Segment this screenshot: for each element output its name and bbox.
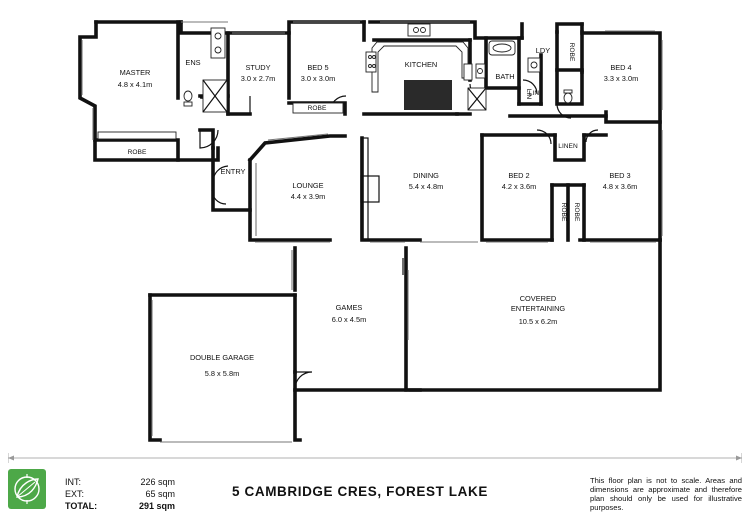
area-ext-label: EXT: xyxy=(65,489,85,499)
label-robe-master: ROBE xyxy=(128,149,147,156)
room-name-kitchen: KITCHEN xyxy=(405,60,437,69)
room-name-bed3: BED 3 xyxy=(609,171,630,180)
room-size-bed2: 4.2 x 3.6m xyxy=(502,182,537,191)
room-name-bed5: BED 5 xyxy=(307,63,328,72)
area-ext-value: 65 sqm xyxy=(145,489,175,499)
area-total-value: 291 sqm xyxy=(138,501,175,511)
room-name-lounge: LOUNGE xyxy=(292,181,323,190)
room-name-bed4: BED 4 xyxy=(610,63,631,72)
label-robe-bed2: ROBE xyxy=(560,203,567,222)
room-size-master: 4.8 x 4.1m xyxy=(118,80,153,89)
room-name-covered: COVERED xyxy=(520,294,557,303)
label-robe-bed3: ROBE xyxy=(573,203,580,222)
room-name-ens: ENS xyxy=(185,58,200,67)
label-robe-bed5: ROBE xyxy=(308,105,327,112)
walls xyxy=(78,20,662,442)
room-size-study: 3.0 x 2.7m xyxy=(241,74,276,83)
room-name-study: STUDY xyxy=(245,63,270,72)
room-name-bed2: BED 2 xyxy=(508,171,529,180)
area-int: INT: 226 sqm xyxy=(65,477,175,489)
area-int-label: INT: xyxy=(65,477,82,487)
room-name-entry: ENTRY xyxy=(221,167,246,176)
room-size-games: 6.0 x 4.5m xyxy=(332,315,367,324)
room-size-bed3: 4.8 x 3.6m xyxy=(603,182,638,191)
disclaimer-text: This floor plan is not to scale. Areas a… xyxy=(590,476,742,512)
room-size-bed5: 3.0 x 3.0m xyxy=(301,74,336,83)
label-lin-ldy: LIN xyxy=(529,90,539,97)
room-name-dining: DINING xyxy=(413,171,439,180)
area-total-label: TOTAL: xyxy=(65,501,98,511)
room-name-master: MASTER xyxy=(120,68,151,77)
room-labels: MASTER 4.8 x 4.1m ENS STUDY 3.0 x 2.7m B… xyxy=(118,43,639,378)
scale-rule xyxy=(8,453,742,463)
room-size-covered: 10.5 x 6.2m xyxy=(519,317,558,326)
label-robe-bed4: ROBE xyxy=(568,43,575,62)
room-name-covered-2: ENTERTAINING xyxy=(511,304,566,313)
floor-plan: MASTER 4.8 x 4.1m ENS STUDY 3.0 x 2.7m B… xyxy=(78,20,663,443)
doors xyxy=(199,79,599,390)
compass-leaf-icon xyxy=(8,469,46,509)
property-address: 5 CAMBRIDGE CRES, FOREST LAKE xyxy=(232,484,488,499)
room-size-bed4: 3.3 x 3.0m xyxy=(604,74,639,83)
fixtures xyxy=(97,23,573,140)
room-size-dining: 5.4 x 4.8m xyxy=(409,182,444,191)
area-int-value: 226 sqm xyxy=(140,477,175,487)
windows xyxy=(81,21,663,443)
area-total: TOTAL: 291 sqm xyxy=(65,501,175,513)
room-name-garage: DOUBLE GARAGE xyxy=(190,353,254,362)
room-name-bath: BATH xyxy=(495,72,514,81)
label-linen: LINEN xyxy=(558,143,578,150)
room-size-garage: 5.8 x 5.8m xyxy=(205,369,240,378)
room-size-lounge: 4.4 x 3.9m xyxy=(291,192,326,201)
area-ext: EXT: 65 sqm xyxy=(65,489,175,501)
room-name-ldy: LDY xyxy=(536,46,550,55)
room-name-games: GAMES xyxy=(336,303,363,312)
label-lin-bath: LIN xyxy=(525,89,532,99)
